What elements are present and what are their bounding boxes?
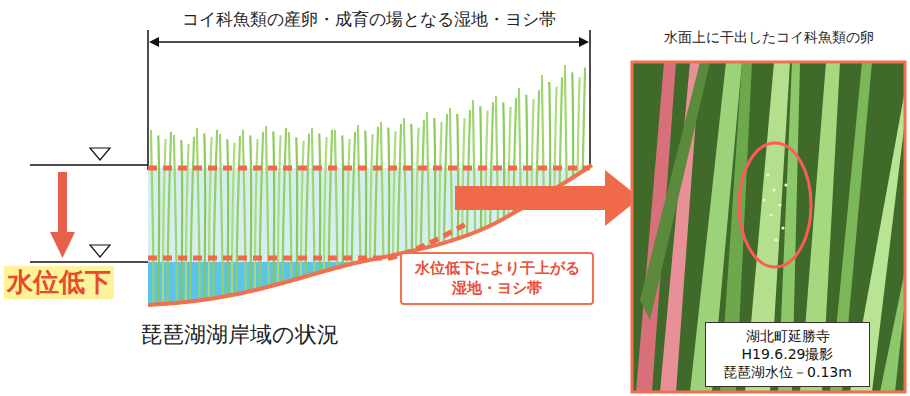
node-text: 水位低下により干上がる 湿地・ヨシ帯	[410, 258, 584, 299]
span-title: コイ科魚類の産卵・成育の場となる湿地・ヨシ帯	[148, 8, 590, 31]
level-markers	[30, 148, 148, 262]
node-text: 水面上に干出したコイ科魚類の卵	[632, 28, 905, 46]
section-caption: 琵琶湖湖岸域の状況	[140, 320, 339, 350]
egg-photo	[632, 62, 905, 392]
water-level-high	[148, 166, 590, 171]
span-bracket	[148, 30, 590, 170]
photo-panel: 水面上に干出したコイ科魚類の卵湖北町延勝寺 H19.6.29撮影 琵琶湖水位－0…	[632, 28, 905, 392]
photo-frame	[632, 62, 905, 392]
node-text: 湖北町延勝寺 H19.6.29撮影 琵琶湖水位－0.13m	[714, 327, 861, 382]
status-callout: 水位低下により干上がる 湿地・ヨシ帯	[400, 252, 594, 305]
flow-arrow	[455, 170, 640, 226]
photo-caption-box: 湖北町延勝寺 H19.6.29撮影 琵琶湖水位－0.13m	[705, 322, 870, 387]
water-drop-label: 水位低下	[4, 266, 114, 299]
